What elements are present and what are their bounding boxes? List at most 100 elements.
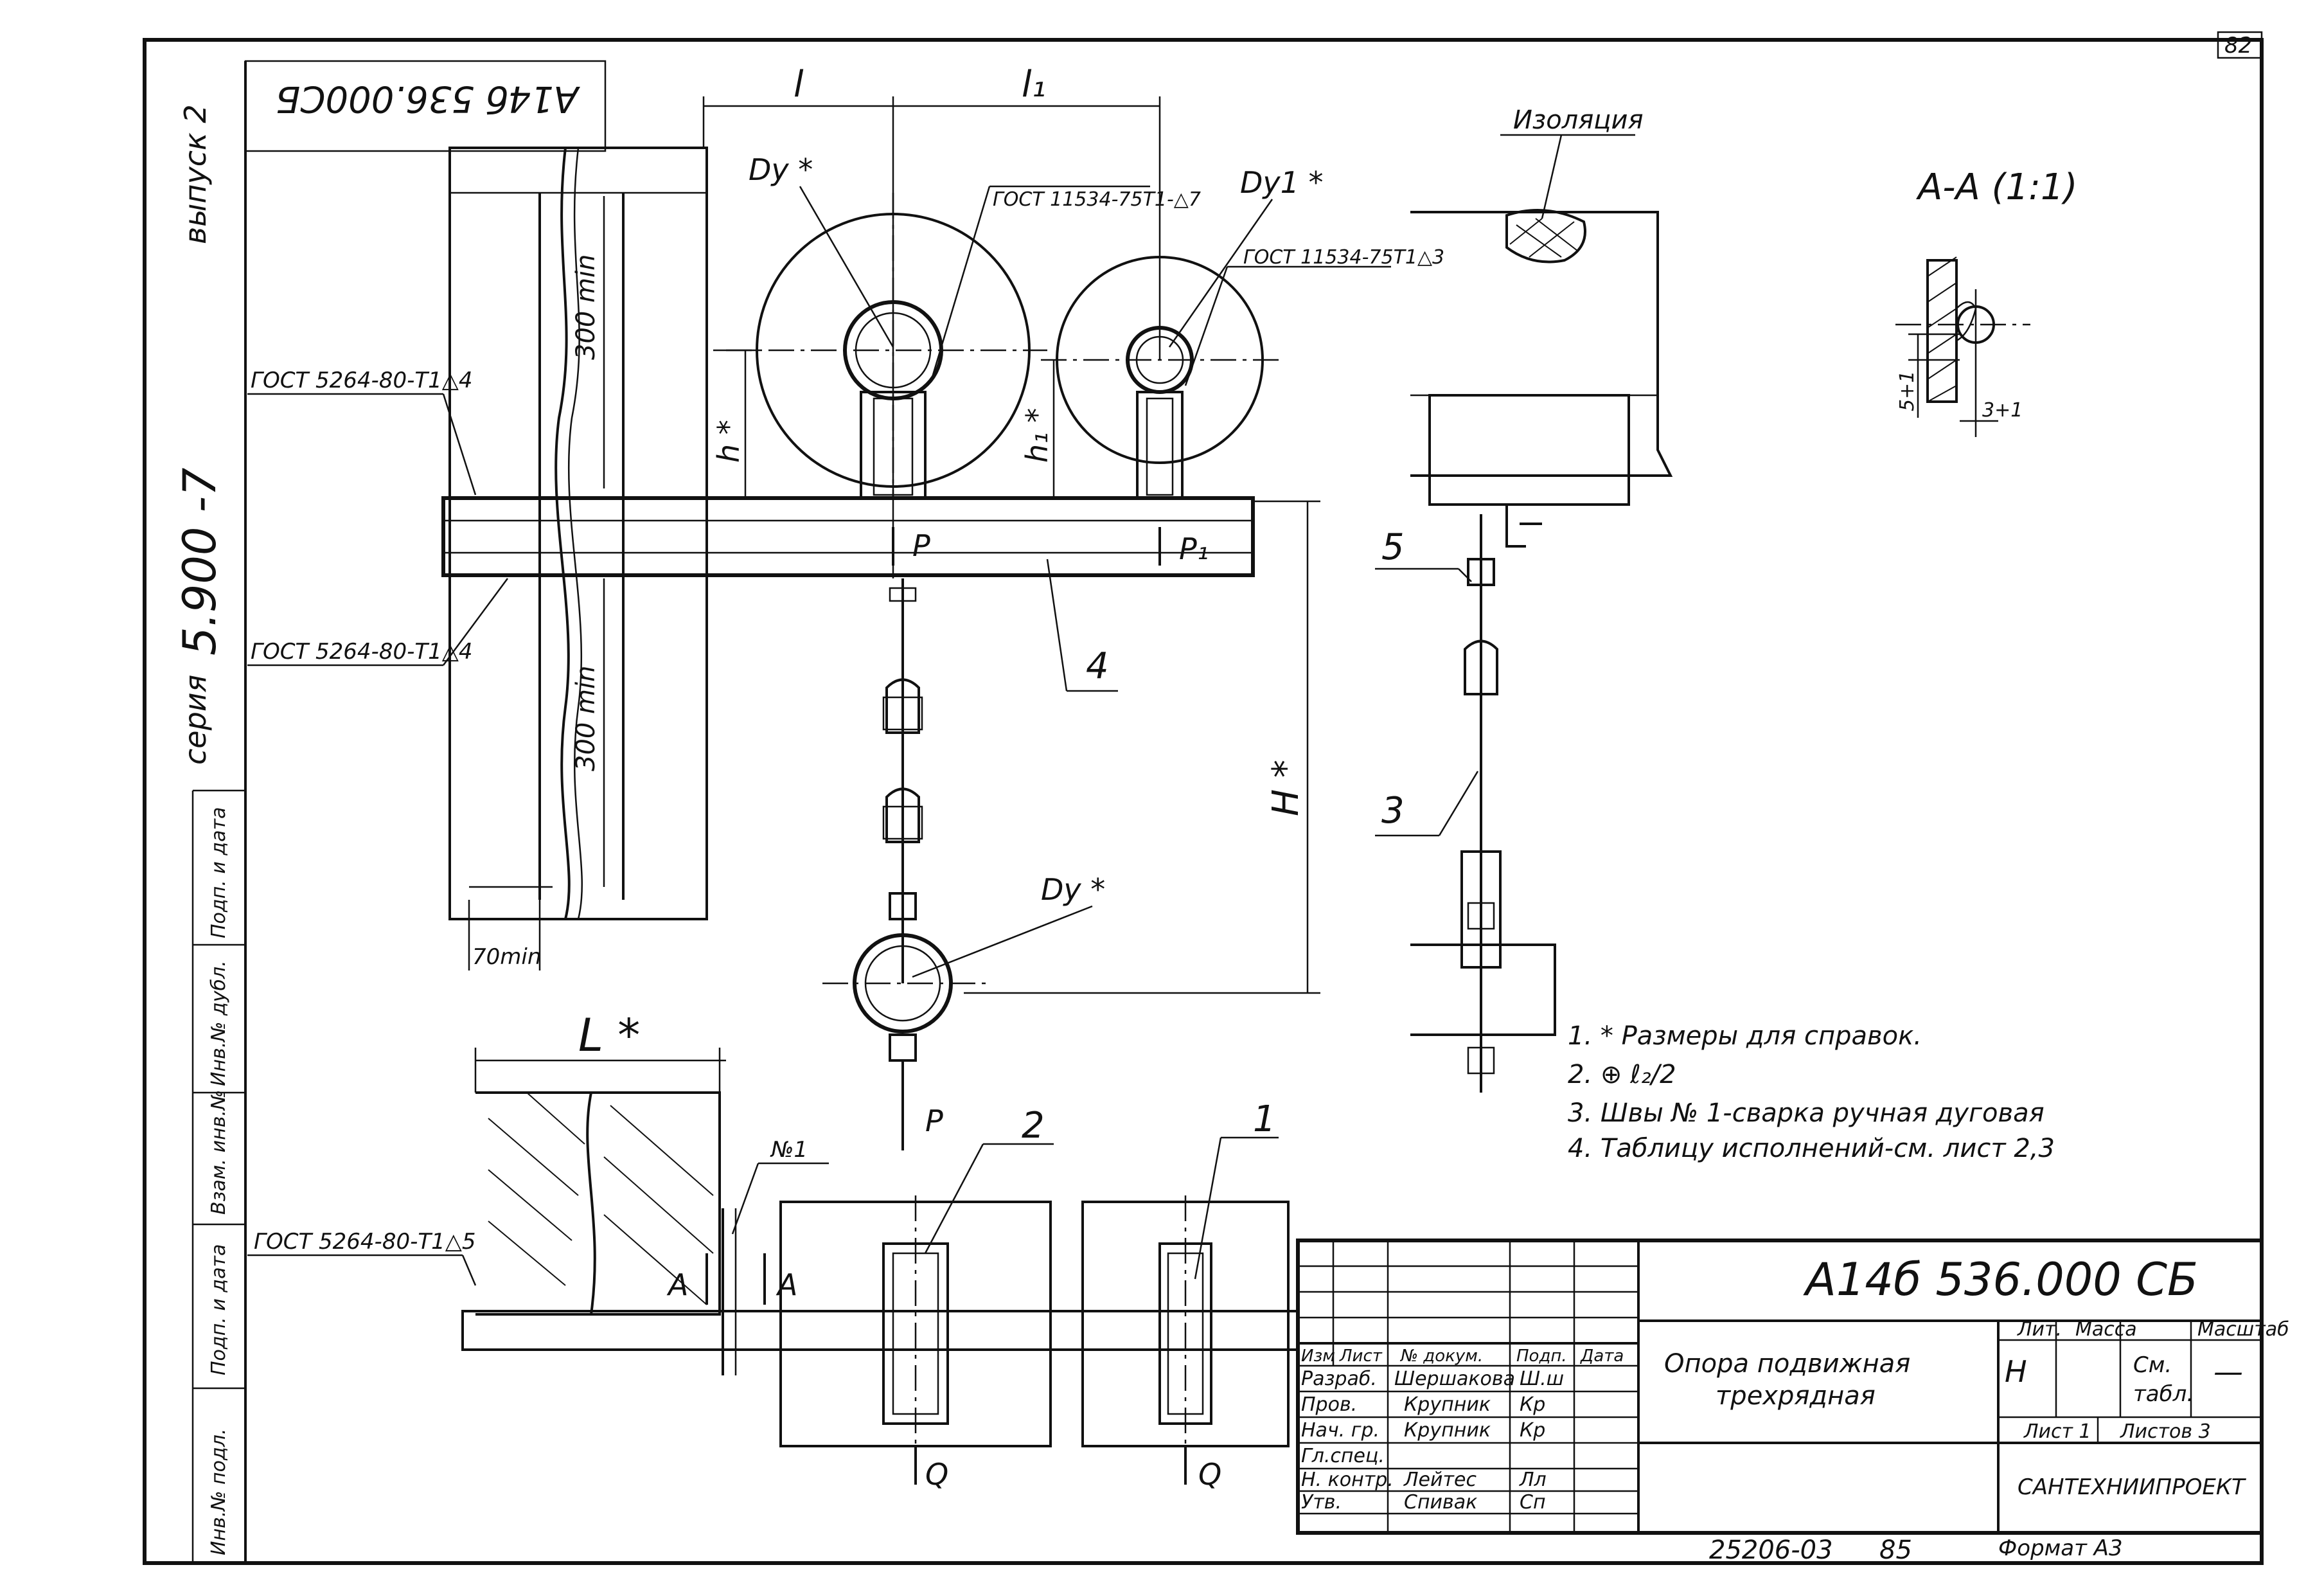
title-name-line1: Опора подвижная xyxy=(1664,1349,1910,1379)
pipe-small-top xyxy=(1041,256,1279,499)
dim-70-label: 70min xyxy=(472,944,541,970)
dim-dy-bottom: Dу * xyxy=(1041,872,1105,907)
footer-year: 85 xyxy=(1879,1535,1912,1565)
dim-300-bottom-label: 300 min xyxy=(571,666,601,772)
dim-dy1: Dу1 * xyxy=(1240,165,1324,200)
plan-view xyxy=(461,1048,1299,1478)
issue-label: выпуск 2 xyxy=(178,104,213,244)
gost-right-pipe: ГОСТ 11534-75Т1△3 xyxy=(1243,246,1444,269)
margin-label-podp-data-2: Подп. и дата xyxy=(208,807,230,938)
margin-label-vzam-inv: Взам. инв.№ xyxy=(208,1090,230,1215)
title-block xyxy=(1296,1239,2264,1535)
part-4: 4 xyxy=(1086,645,1109,687)
title-name-line2: трехрядная xyxy=(1716,1381,1876,1411)
footer-doc-number: 25206-03 xyxy=(1709,1535,1833,1565)
header-sign: Подп. xyxy=(1516,1346,1567,1366)
sign-prov: Кр xyxy=(1520,1393,1545,1416)
series-value: 5.900 -7 xyxy=(173,468,226,656)
weld-callout-beam-top xyxy=(247,393,477,496)
weld-no: №1 xyxy=(770,1137,808,1163)
drawing-frame xyxy=(143,31,2264,1565)
sign-razrab: Ш.ш xyxy=(1520,1368,1564,1390)
scale-value: — xyxy=(2213,1354,2243,1389)
gost-beam-top: ГОСТ 5264-80-Т1△4 xyxy=(251,368,473,393)
dim-h: h * xyxy=(711,420,746,463)
beam-part-4 xyxy=(441,496,1255,577)
sign-nkontr: Лл xyxy=(1519,1469,1547,1491)
section-mark-a-right: А xyxy=(776,1267,797,1302)
load-q-right: Q xyxy=(1198,1457,1221,1492)
sheet-number: 82 xyxy=(2224,33,2252,58)
part-3: 3 xyxy=(1381,790,1405,832)
note-3: 3. Швы № 1-сварка ручная дуговая xyxy=(1568,1098,2045,1128)
load-p1: P₁ xyxy=(1179,532,1209,566)
dimension-H xyxy=(964,500,1320,994)
part-2: 2 xyxy=(1022,1105,1045,1147)
series-label: серия xyxy=(178,675,213,765)
dim-L: L * xyxy=(578,1009,640,1062)
part-1: 1 xyxy=(1253,1098,1276,1140)
dim-dy-top: Dу * xyxy=(749,152,813,187)
dim-H: H * xyxy=(1265,760,1307,816)
dim-l1: l₁ xyxy=(1022,64,1046,105)
sign-utv: Сп xyxy=(1520,1491,1546,1514)
header-doc: № докум. xyxy=(1399,1346,1483,1366)
part-5: 5 xyxy=(1381,526,1405,568)
mass-value-2: табл. xyxy=(2133,1381,2194,1407)
role-glspec: Гл.спец. xyxy=(1301,1445,1385,1467)
header-date: Дата xyxy=(1580,1346,1624,1366)
weld-callout-bottom-view xyxy=(247,1254,477,1286)
note-1: 1. * Размеры для справок. xyxy=(1568,1021,1922,1051)
section-a-a xyxy=(1895,256,2030,437)
sheets-label: Листов 3 xyxy=(2120,1420,2211,1443)
note-4: 4. Таблицу исполнений-см. лист 2,3 xyxy=(1568,1134,2055,1163)
note-2: 2. ⊕ ℓ₂/2 xyxy=(1568,1060,1676,1089)
gost-beam-bottom: ГОСТ 5264-80-Т1△4 xyxy=(251,639,473,665)
insulation-label: Изоляция xyxy=(1513,105,1644,135)
dim-300-top-label: 300 min xyxy=(571,255,601,361)
load-p: P xyxy=(912,528,930,563)
section-dim-vertical: 5+1 xyxy=(1896,371,1919,411)
role-razrab: Разраб. xyxy=(1301,1368,1377,1390)
mass-value-1: См. xyxy=(2133,1352,2172,1378)
person-prov: Крупник xyxy=(1404,1393,1491,1416)
title-designation: А14б 536.000 СБ xyxy=(1803,1253,2198,1306)
stamp-box xyxy=(244,60,607,152)
role-nach: Нач. гр. xyxy=(1301,1419,1379,1442)
scale-label: Масштаб xyxy=(2197,1318,2289,1341)
person-nach: Крупник xyxy=(1404,1419,1491,1442)
sign-nach: Кр xyxy=(1520,1419,1545,1442)
weld-callout-right-pipe xyxy=(1184,265,1391,386)
header-list: Лист xyxy=(1339,1346,1383,1366)
weld-callout-top-pipe xyxy=(930,185,1150,380)
margin-label-inv-podl: Инв.№ подл. xyxy=(208,1429,230,1555)
role-prov: Пров. xyxy=(1301,1393,1357,1416)
column-structure xyxy=(448,147,708,970)
pipe-hanging-bottom xyxy=(822,933,989,1150)
section-title: А-А (1:1) xyxy=(1916,166,2077,208)
stamp-code: А14б 536.000СБ xyxy=(276,78,580,120)
dimension-h xyxy=(713,349,758,498)
person-utv: Спивак xyxy=(1404,1491,1477,1514)
pipe-large-top xyxy=(726,193,1047,499)
margin-label-podp-data-1: Подп. и дата xyxy=(208,1244,230,1375)
person-razrab: Шершакова xyxy=(1394,1368,1515,1390)
header-izm: Изм xyxy=(1301,1346,1335,1366)
load-q-left: Q xyxy=(925,1457,948,1492)
dim-l: l xyxy=(794,64,804,105)
role-utv: Утв. xyxy=(1301,1491,1342,1514)
person-nkontr: Лейтес xyxy=(1403,1469,1477,1491)
organization: САНТЕХНИИПРОЕКТ xyxy=(2018,1474,2246,1500)
load-p-bottom: P xyxy=(925,1104,943,1138)
section-mark-a-left: А xyxy=(666,1267,688,1302)
margin-label-inv-dubl: Инв.№ дубл. xyxy=(208,960,230,1086)
gost-top-pipe: ГОСТ 11534-75Т1-△7 xyxy=(993,188,1201,211)
weld-callout-beam-bottom xyxy=(247,578,509,666)
lit-value: Н xyxy=(2005,1354,2027,1389)
footer-format: Формат А3 xyxy=(1998,1535,2123,1561)
sheet-label: Лист 1 xyxy=(2023,1420,2091,1443)
section-dim-horizontal: 3+1 xyxy=(1982,399,2023,422)
mass-label: Масса xyxy=(2075,1318,2137,1341)
side-view xyxy=(1410,134,1673,1093)
